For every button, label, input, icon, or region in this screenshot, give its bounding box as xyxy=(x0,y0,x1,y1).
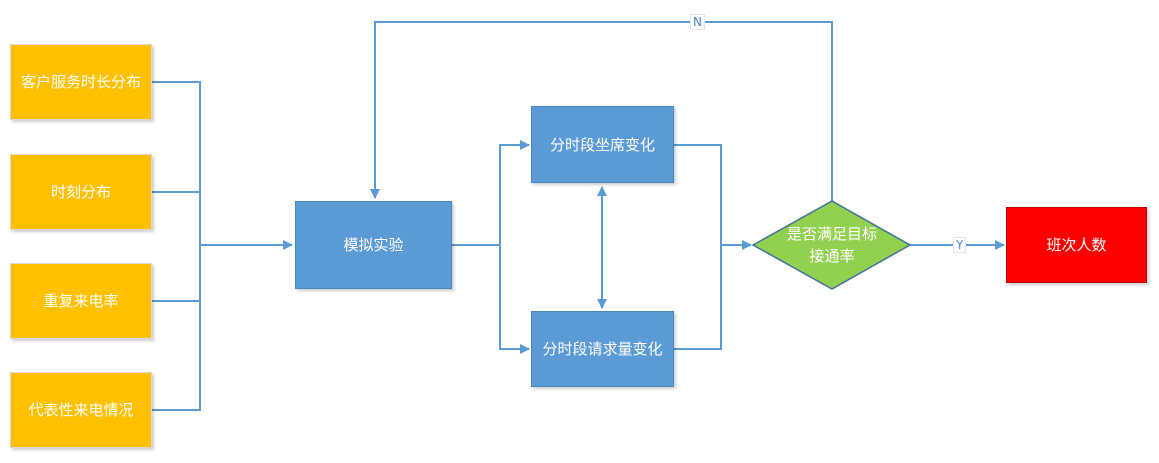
seat-change-box: 分时段坐席变化 xyxy=(531,106,674,183)
input-box-time-distribution: 时刻分布 xyxy=(10,154,152,230)
input-bus xyxy=(152,81,201,411)
request-change-box: 分时段请求量变化 xyxy=(531,311,674,387)
no-edge-label: N xyxy=(690,14,705,30)
input-box-representative-calls: 代表性来电情况 xyxy=(10,372,152,448)
simulation-box: 模拟实验 xyxy=(295,201,452,289)
result-box: 班次人数 xyxy=(1006,207,1147,283)
input-box-repeat-call-rate: 重复来电率 xyxy=(10,263,152,339)
decision-label-line1: 是否满足目标 xyxy=(786,225,877,243)
merge-to-decision xyxy=(674,144,722,350)
simulation-split xyxy=(452,144,529,350)
decision-label: 是否满足目标 接通率 xyxy=(766,223,898,267)
decision-diamond xyxy=(751,200,912,290)
input-box-service-duration: 客户服务时长分布 xyxy=(10,44,152,120)
decision-label-line2: 接通率 xyxy=(809,247,855,265)
no-loop xyxy=(370,21,833,201)
yes-edge-label: Y xyxy=(953,237,967,253)
